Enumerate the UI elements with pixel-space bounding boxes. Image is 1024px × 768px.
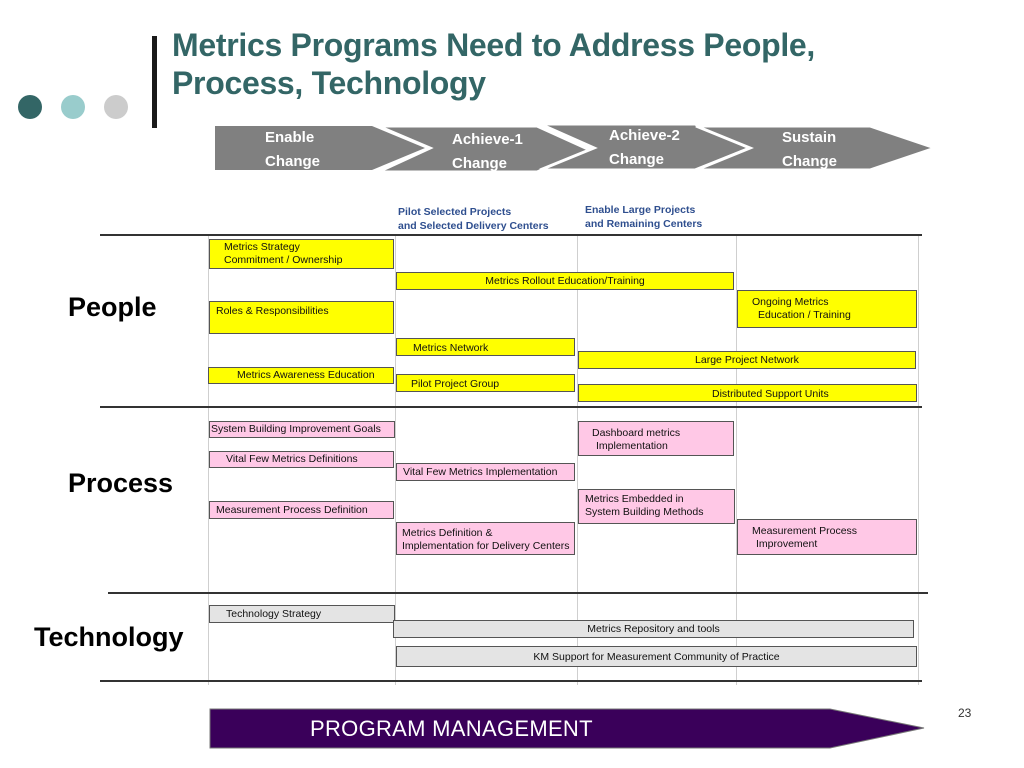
phase-chevron-achieve1 [377, 124, 594, 174]
box-large-project-network: Large Project Network [578, 351, 916, 369]
box-vital-few-implementation: Vital Few Metrics Implementation [396, 463, 575, 481]
decor-dot-dark [18, 95, 42, 119]
slide-title: Metrics Programs Need to Address People,… [172, 26, 1012, 102]
grid-column-line [395, 235, 396, 685]
box-metrics-awareness: Metrics Awareness Education [208, 367, 394, 384]
box-metrics-network: Metrics Network [396, 338, 575, 356]
row-divider-bottom [100, 680, 922, 682]
box-sbig: System Building Improvement Goals [209, 421, 395, 438]
box-distributed-support: Distributed Support Units [578, 384, 917, 402]
box-metrics-repository: Metrics Repository and tools [393, 620, 914, 638]
row-label-process: Process [68, 468, 174, 498]
box-technology-strategy: Technology Strategy [209, 605, 395, 623]
row-label-people: People [68, 292, 157, 322]
grid-column-line [577, 235, 578, 685]
phase-chevron-sustain [695, 124, 940, 172]
program-management-label: PROGRAM MANAGEMENT [310, 716, 593, 741]
phase-chevron-achieve2 [539, 122, 754, 172]
title-divider-bar [152, 36, 157, 128]
slide-title-line2: Process, Technology [172, 65, 486, 101]
box-metrics-rollout: Metrics Rollout Education/Training [396, 272, 734, 290]
program-management-arrow [209, 708, 925, 749]
decor-dot-gray [104, 95, 128, 119]
box-km-support: KM Support for Measurement Community of … [396, 646, 917, 667]
grid-column-line [208, 235, 209, 685]
row-label-technology: Technology [34, 622, 184, 652]
slide-title-line1: Metrics Programs Need to Address People, [172, 27, 816, 63]
grid-column-line [918, 235, 919, 685]
grid-column-line [736, 235, 737, 685]
row-divider-top [100, 234, 922, 236]
page-number: 23 [958, 706, 972, 720]
box-metrics-definition-implementation: Metrics Definition &Implementation for D… [396, 522, 575, 555]
decor-dot-light [61, 95, 85, 119]
box-roles-responsibilities: Roles & Responsibilities [209, 301, 394, 334]
box-pilot-project-group: Pilot Project Group [396, 374, 575, 392]
row-divider-process-technology [108, 592, 928, 594]
box-vital-few-definitions: Vital Few Metrics Definitions [209, 451, 394, 468]
phase-chevrons [215, 122, 940, 174]
phase-chevron-enable [215, 126, 425, 170]
box-measurement-process-definition: Measurement Process Definition [209, 501, 394, 519]
row-divider-people-process [100, 406, 922, 408]
